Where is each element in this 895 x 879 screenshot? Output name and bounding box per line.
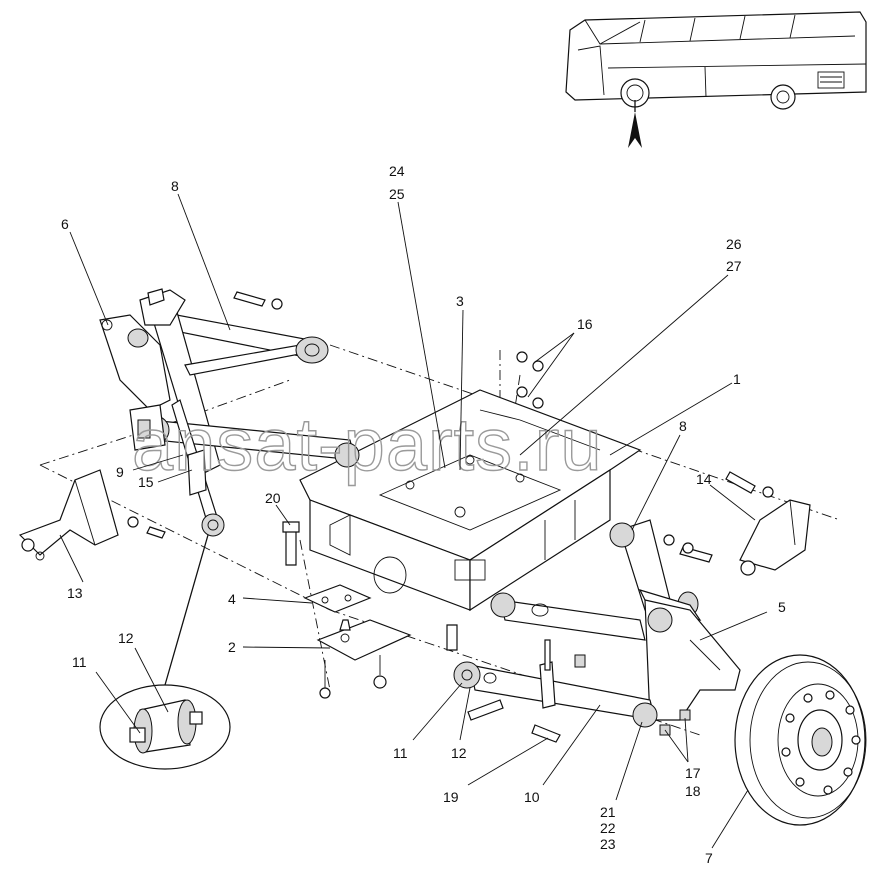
callout-21: 21 (600, 804, 616, 820)
callout-16: 16 (577, 316, 593, 332)
brake-disc (734, 654, 867, 826)
callout-24: 24 (389, 163, 405, 179)
callout-labels: 8 6 24 25 3 26 27 16 1 8 14 5 9 15 13 20… (61, 163, 786, 866)
callout-15: 15 (138, 474, 154, 490)
lower-control-arm-left (129, 404, 360, 468)
callout-8-left: 8 (171, 178, 179, 194)
callout-22: 22 (600, 820, 616, 836)
mount-bracket-13 (18, 469, 119, 561)
callout-8-right: 8 (679, 418, 687, 434)
callout-3: 3 (456, 293, 464, 309)
callout-9: 9 (116, 464, 124, 480)
callout-27: 27 (726, 258, 742, 274)
callout-13: 13 (67, 585, 83, 601)
callout-7: 7 (705, 850, 713, 866)
bracket-plates (303, 584, 412, 699)
callout-25: 25 (389, 186, 405, 202)
callout-5: 5 (778, 599, 786, 615)
callout-17: 17 (685, 765, 701, 781)
bushing-detail-inset (99, 534, 231, 770)
watermark-text: ansat-parts.ru (132, 403, 603, 486)
mount-bracket-14 (739, 499, 811, 576)
callout-20: 20 (265, 490, 281, 506)
bolts (127, 291, 774, 743)
callout-12: 12 (451, 745, 467, 761)
callout-1: 1 (733, 371, 741, 387)
callout-11: 11 (393, 745, 408, 761)
callout-12-inset: 12 (118, 630, 134, 646)
callout-10: 10 (524, 789, 540, 805)
callout-18: 18 (685, 783, 701, 799)
subframe-body (299, 389, 642, 612)
callout-6: 6 (61, 216, 69, 232)
bus-locator-illustration (565, 11, 867, 148)
callout-14: 14 (696, 471, 712, 487)
radius-rod-left (171, 399, 225, 537)
steering-knuckle-right (644, 599, 741, 721)
callout-23: 23 (600, 836, 616, 852)
callout-4: 4 (228, 591, 236, 607)
callout-26: 26 (726, 236, 742, 252)
leader-lines (59, 193, 768, 849)
callout-19: 19 (443, 789, 459, 805)
callout-11-inset: 11 (72, 654, 87, 670)
callout-2: 2 (228, 639, 236, 655)
steering-knuckle-left (99, 314, 171, 411)
